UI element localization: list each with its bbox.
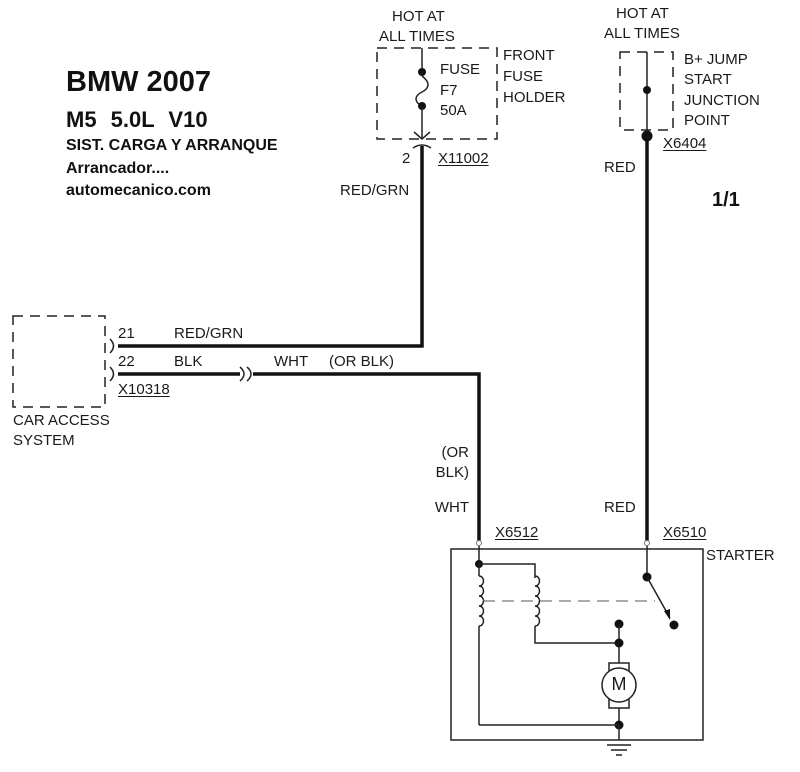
inline-wire-color: WHT: [274, 353, 309, 370]
connector-x6404: X6404: [663, 135, 707, 152]
fuse-pin: 2: [402, 150, 411, 167]
connector-x6510: X6510: [663, 524, 707, 541]
jump-name-3: JUNCTION: [684, 92, 760, 109]
fuse-wire-color: RED/GRN: [340, 182, 410, 199]
car-access-pin-22: 22: [118, 353, 135, 370]
starter-box: [450, 548, 704, 741]
vertical-wire-alt-1: (OR: [441, 444, 470, 461]
connector-x11002: X11002: [438, 150, 489, 167]
fuse-label-3: 50A: [440, 102, 467, 119]
page-indicator: 1/1: [712, 189, 740, 211]
title-make-year: BMW 2007: [66, 66, 212, 98]
motor-icon: [601, 667, 637, 703]
pull-in-coil-icon: [478, 575, 485, 627]
fuse-holder-name-3: HOLDER: [503, 89, 566, 106]
fuse-holder-name-1: FRONT: [503, 47, 555, 64]
fuse-hot-label-1: HOT AT: [392, 8, 445, 25]
fuse-icon: [415, 75, 429, 107]
connector-x10318: X10318: [118, 381, 170, 398]
car-access-wire-22: BLK: [174, 353, 203, 370]
connector-x11002-male: [413, 131, 431, 140]
title-model: M5 5.0L V10: [66, 107, 208, 132]
vertical-wire-color: WHT: [434, 499, 469, 516]
fuse-holder-box: [376, 47, 498, 140]
jump-name-1: B+ JUMP: [684, 51, 748, 68]
fuse-label-1: FUSE: [440, 61, 481, 78]
jump-wire-color-bottom: RED: [604, 499, 636, 516]
hold-in-coil-icon: [534, 575, 541, 627]
wire-red-grn: [118, 146, 424, 348]
jump-name-4: POINT: [684, 112, 730, 129]
car-access-name-2: SYSTEM: [13, 432, 75, 449]
fuse-terminal-top: [418, 68, 426, 76]
connector-x11002-female: [412, 144, 432, 149]
starter-label: STARTER: [706, 547, 775, 564]
jump-hot-label-1: HOT AT: [616, 5, 669, 22]
car-access-wire-21: RED/GRN: [174, 325, 244, 342]
fuse-label-2: F7: [440, 82, 458, 99]
title-source: automecanico.com: [66, 182, 211, 199]
connector-x6512: X6512: [495, 524, 539, 541]
jump-hot-label-2: ALL TIMES: [604, 25, 680, 42]
car-access-box: [12, 315, 106, 408]
jump-wire-color-top: RED: [604, 159, 636, 176]
ground-icon: [607, 744, 631, 756]
inline-connector: [239, 366, 245, 382]
title-subsystem: Arrancador....: [66, 160, 170, 177]
wire-wht: [253, 372, 481, 541]
jump-name-2: START: [684, 71, 732, 88]
fuse-holder-name-2: FUSE: [503, 68, 544, 85]
title-system: SIST. CARGA Y ARRANQUE: [66, 137, 278, 154]
car-access-pin-21: 21: [118, 325, 135, 342]
vertical-wire-alt-2: BLK): [435, 464, 469, 481]
motor-label: M: [611, 674, 627, 694]
inline-wire-alt: (OR BLK): [329, 353, 395, 370]
fuse-hot-label-2: ALL TIMES: [379, 28, 455, 45]
car-access-name-1: CAR ACCESS: [13, 412, 110, 429]
